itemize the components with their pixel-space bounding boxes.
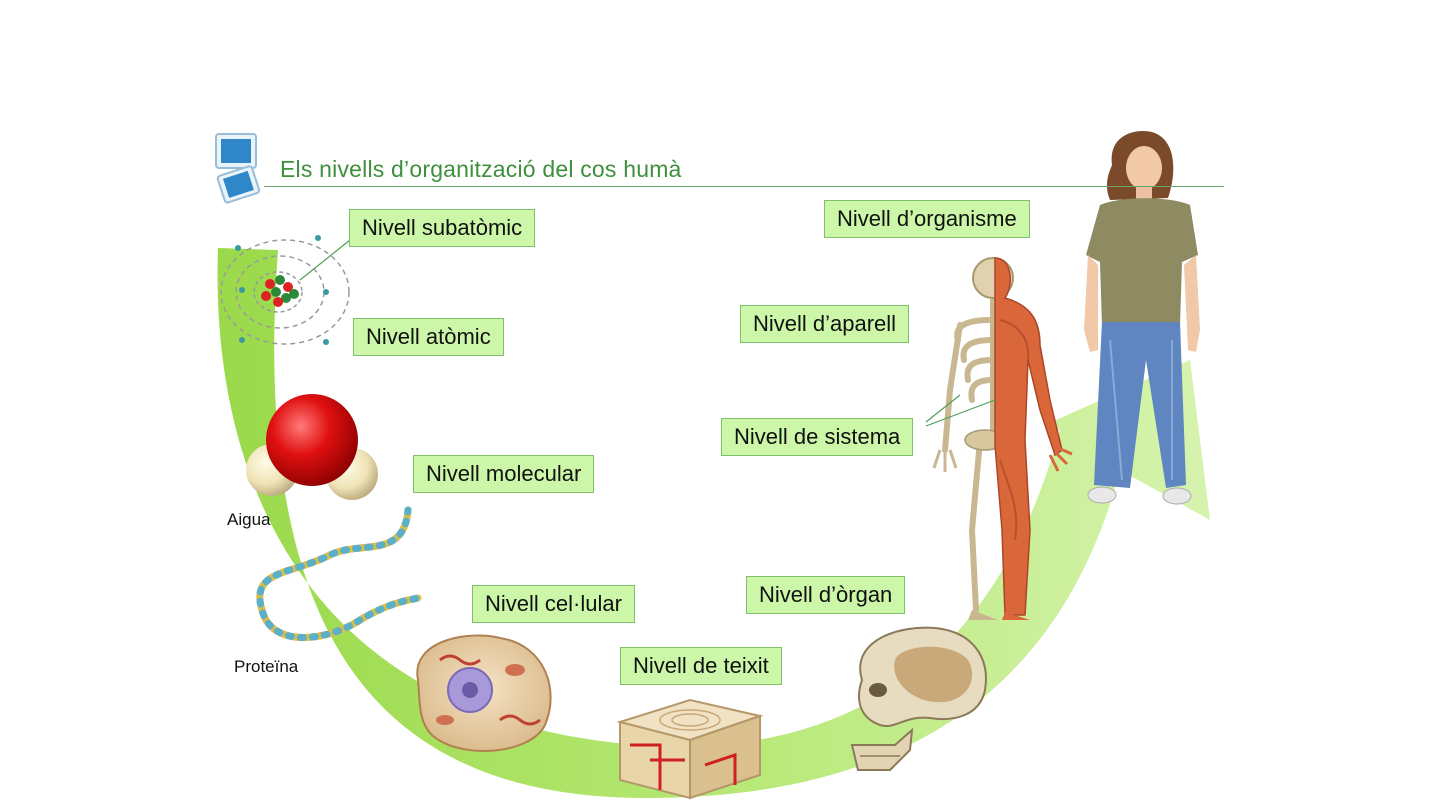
level-label-organism: Nivell d’organisme	[824, 200, 1030, 238]
caption-water: Aigua	[227, 510, 271, 529]
slide-icon	[215, 133, 261, 204]
level-label-subatomic: Nivell subatòmic	[349, 209, 536, 247]
cell-icon	[416, 634, 552, 752]
level-label-cellular: Nivell cel·lular	[472, 585, 635, 623]
protein-chain-icon	[256, 506, 422, 641]
level-label-organ: Nivell d’òrgan	[746, 576, 906, 614]
bone-tissue-icon	[616, 698, 764, 800]
level-label-apparatus: Nivell d’aparell	[740, 305, 910, 343]
level-label-atomic: Nivell atòmic	[353, 318, 504, 356]
caption-protein: Proteïna	[234, 657, 299, 676]
skull-icon	[850, 626, 987, 771]
water-molecule-icon	[246, 394, 378, 500]
level-label-system: Nivell de sistema	[721, 418, 914, 456]
level-label-tissue: Nivell de teixit	[620, 647, 782, 685]
title-divider	[264, 186, 1224, 187]
atom-icon	[220, 235, 351, 345]
page-title: Els nivells d’organització del cos humà	[280, 156, 682, 182]
level-label-molecular: Nivell molecular	[413, 455, 595, 493]
person-figure-icon	[1084, 130, 1200, 505]
anatomy-figure-icon	[925, 257, 1073, 620]
